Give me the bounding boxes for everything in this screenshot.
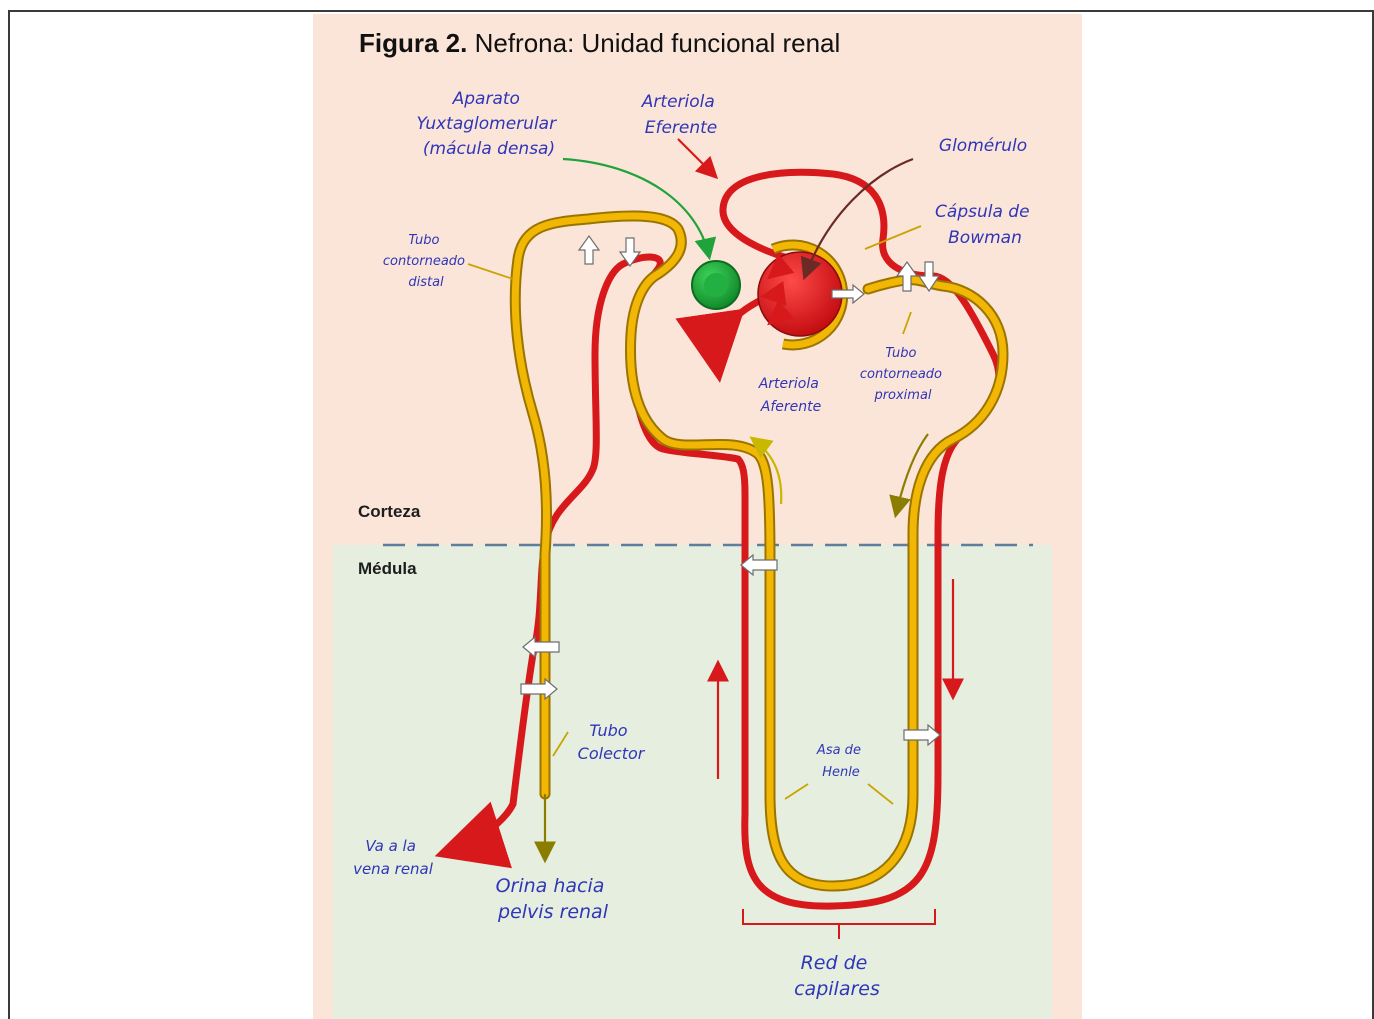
henle-pointer-right <box>868 784 893 804</box>
nephron-figure: Figura 2. Nefrona: Unidad funcional rena… <box>313 14 1082 1019</box>
label-glomerulo: Glomérulo <box>939 136 1027 156</box>
capillary-bracket <box>743 909 935 939</box>
cortex-label: Corteza <box>358 502 421 521</box>
glomerulus <box>758 252 842 336</box>
nephron-diagram: Figura 2. Nefrona: Unidad funcional rena… <box>313 14 1082 1019</box>
tubule-path <box>515 216 1003 886</box>
colector-pointer <box>553 732 568 756</box>
proximal-pointer <box>903 312 911 334</box>
label-eferente: Arteriola Eferente <box>641 92 720 138</box>
transport-arrow <box>579 236 599 264</box>
label-distal: Tubo contorneado distal <box>383 233 469 290</box>
medulla-label: Médula <box>358 559 417 578</box>
label-red-capilares: Red de capilares <box>794 952 880 1000</box>
renal-tubule <box>515 216 1003 886</box>
label-henle: Asa de Henle <box>816 743 865 780</box>
distal-pointer <box>468 264 513 279</box>
henle-pointer-left <box>785 784 808 799</box>
label-aferente: Arteriola Aferente <box>758 376 824 415</box>
label-proximal: Tubo contorneado proximal <box>860 346 946 403</box>
label-orina: Orina hacia pelvis renal <box>496 875 611 923</box>
renal-vein-branch <box>448 804 513 852</box>
efferent-pointer-arrow <box>678 139 715 176</box>
figure-title: Figura 2. Nefrona: Unidad funcional rena… <box>359 28 840 58</box>
transport-arrows <box>521 236 940 745</box>
capsule-pointer <box>865 226 921 249</box>
label-capsula: Cápsula de Bowman <box>935 202 1035 248</box>
label-colector: Tubo Colector <box>578 721 646 763</box>
label-aparato: Aparato Yuxtaglomerular (mácula densa) <box>417 89 562 159</box>
afferent-arteriole-vessel <box>717 299 763 369</box>
label-vena: Va a la vena renal <box>353 837 434 878</box>
